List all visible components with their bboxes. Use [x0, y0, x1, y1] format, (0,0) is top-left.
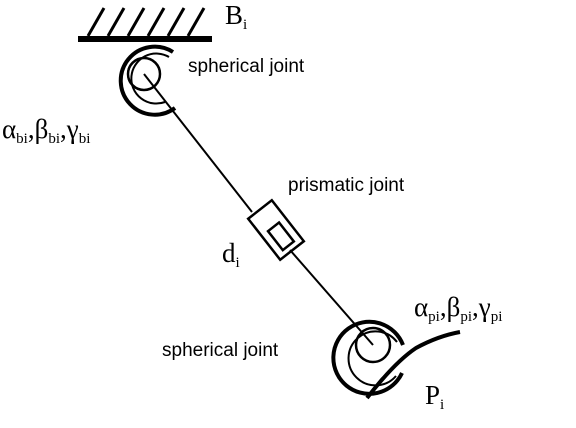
base-spherical-joint: [118, 44, 177, 117]
base-angles-label: αbi,βbi,γbi: [2, 114, 91, 147]
prismatic-joint-body: [246, 198, 306, 262]
base-point-label: Bi: [225, 0, 248, 33]
platform-angles-label: αpi,βpi,γpi: [414, 292, 503, 325]
base-spherical-joint-label: spherical joint: [188, 56, 305, 77]
platform-point-label: Pi: [425, 380, 445, 413]
link-rod: [143, 73, 374, 346]
platform-spherical-joint-label: spherical joint: [162, 340, 279, 361]
leg-length-label: di: [222, 238, 240, 271]
platform-spherical-joint: [331, 319, 405, 396]
platform-surface: [365, 330, 461, 400]
base-ground: [78, 7, 212, 42]
prismatic-joint-label: prismatic joint: [288, 175, 405, 196]
